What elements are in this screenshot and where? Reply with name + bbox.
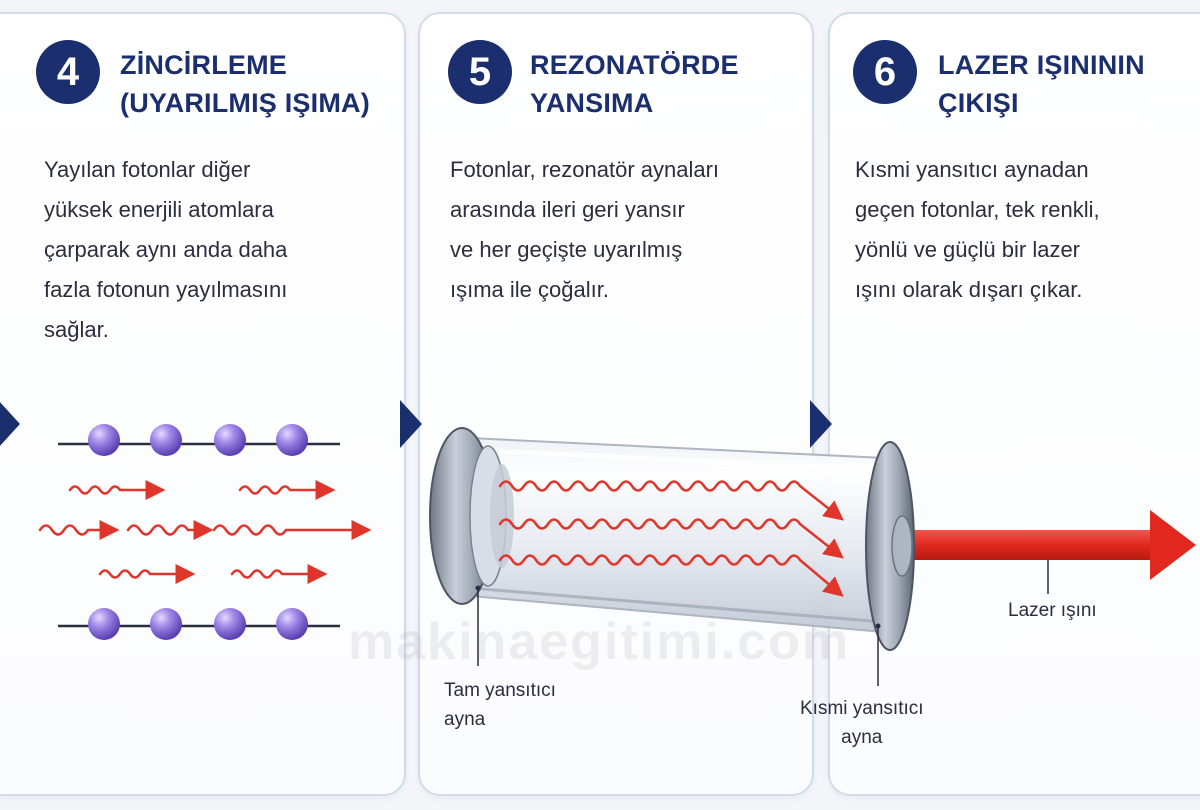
full-mirror-label-line: ayna: [444, 709, 486, 730]
photon-wave-icon: [238, 480, 336, 500]
step-6-title-line: LAZER IŞINININ: [938, 50, 1145, 80]
step-6-badge: 6: [853, 40, 917, 104]
step-panel-5: [418, 12, 814, 796]
atom-icon: [150, 608, 182, 640]
partial-mirror-label-line: ayna: [841, 727, 883, 748]
step-4-desc-line: Yayılan fotonlar diğer: [44, 157, 251, 182]
atom-icon: [88, 424, 120, 456]
step-6-description: Kısmi yansıtıcı aynadan geçen fotonlar, …: [855, 150, 1100, 310]
atom-icon: [150, 424, 182, 456]
step-6-title-line: ÇIKIŞI: [938, 88, 1019, 118]
photon-wave-icon: [126, 520, 214, 540]
stimulated-emission-illustration: [38, 424, 372, 640]
step-4-description: Yayılan fotonlar diğer yüksek enerjili a…: [44, 150, 287, 350]
partial-mirror-label: Kısmi yansıtıcı ayna: [800, 694, 924, 752]
step-6-title: LAZER IŞINININ ÇIKIŞI: [938, 46, 1145, 122]
atom-icon: [214, 608, 246, 640]
step-4-badge: 4: [36, 40, 100, 104]
step-5-desc-line: Fotonlar, rezonatör aynaları: [450, 157, 720, 182]
photon-wave-icon: [498, 554, 844, 597]
partial-mirror: [865, 441, 915, 651]
step-4-title-line: ZİNCİRLEME: [120, 50, 287, 80]
flow-arrow-icon: [400, 400, 422, 448]
photon-wave-icon: [212, 520, 372, 540]
step-4-desc-line: çarparak aynı anda daha: [44, 237, 288, 262]
step-panel-6: [828, 12, 1200, 796]
step-5-desc-line: ışıma ile çoğalır.: [450, 277, 609, 302]
step-4-title: ZİNCİRLEME (UYARILMIŞ IŞIMA): [120, 46, 370, 122]
flow-arrow-icon: [0, 402, 20, 446]
atom-icon: [214, 424, 246, 456]
step-panel-4: [0, 12, 406, 796]
atom-icon: [276, 424, 308, 456]
partial-mirror-label-line: Kısmi yansıtıcı: [800, 698, 924, 719]
step-5-title-line: YANSIMA: [530, 88, 654, 118]
step-4-desc-line: fazla fotonun yayılmasını: [44, 277, 288, 302]
flow-arrow-icon: [810, 400, 832, 448]
photon-wave-icon: [98, 564, 196, 584]
step-6-desc-line: Kısmi yansıtıcı aynadan: [855, 157, 1089, 182]
photon-wave-icon: [498, 480, 844, 521]
photon-wave-icon: [498, 518, 844, 559]
photon-wave-icon: [68, 480, 166, 500]
laser-beam: [900, 510, 1196, 580]
step-5-badge: 5: [448, 40, 512, 104]
laser-beam-label: Lazer ışını: [1008, 600, 1097, 621]
resonator-illustration: [429, 427, 915, 651]
step-4-title-line: (UYARILMIŞ IŞIMA): [120, 88, 370, 118]
step-6-desc-line: geçen fotonlar, tek renkli,: [855, 197, 1100, 222]
step-6-desc-line: yönlü ve güçlü bir lazer: [855, 237, 1081, 262]
step-6-desc-line: ışını olarak dışarı çıkar.: [855, 277, 1083, 302]
step-5-title: REZONATÖRDE YANSIMA: [530, 46, 739, 122]
full-mirror-label: Tam yansıtıcı ayna: [444, 676, 556, 734]
step-5-description: Fotonlar, rezonatör aynaları arasında il…: [450, 150, 719, 310]
atom-icon: [276, 608, 308, 640]
full-mirror-label-line: Tam yansıtıcı: [444, 680, 556, 701]
step-5-title-line: REZONATÖRDE: [530, 50, 739, 80]
atom-icon: [88, 608, 120, 640]
step-4-desc-line: yüksek enerjili atomlara: [44, 197, 274, 222]
watermark: makinaegitimi.com: [348, 613, 851, 671]
step-5-desc-line: ve her geçişte uyarılmış: [450, 237, 683, 262]
step-4-desc-line: sağlar.: [44, 317, 109, 342]
photon-wave-icon: [230, 564, 328, 584]
photon-wave-icon: [38, 520, 120, 540]
step-5-desc-line: arasında ileri geri yansır: [450, 197, 685, 222]
